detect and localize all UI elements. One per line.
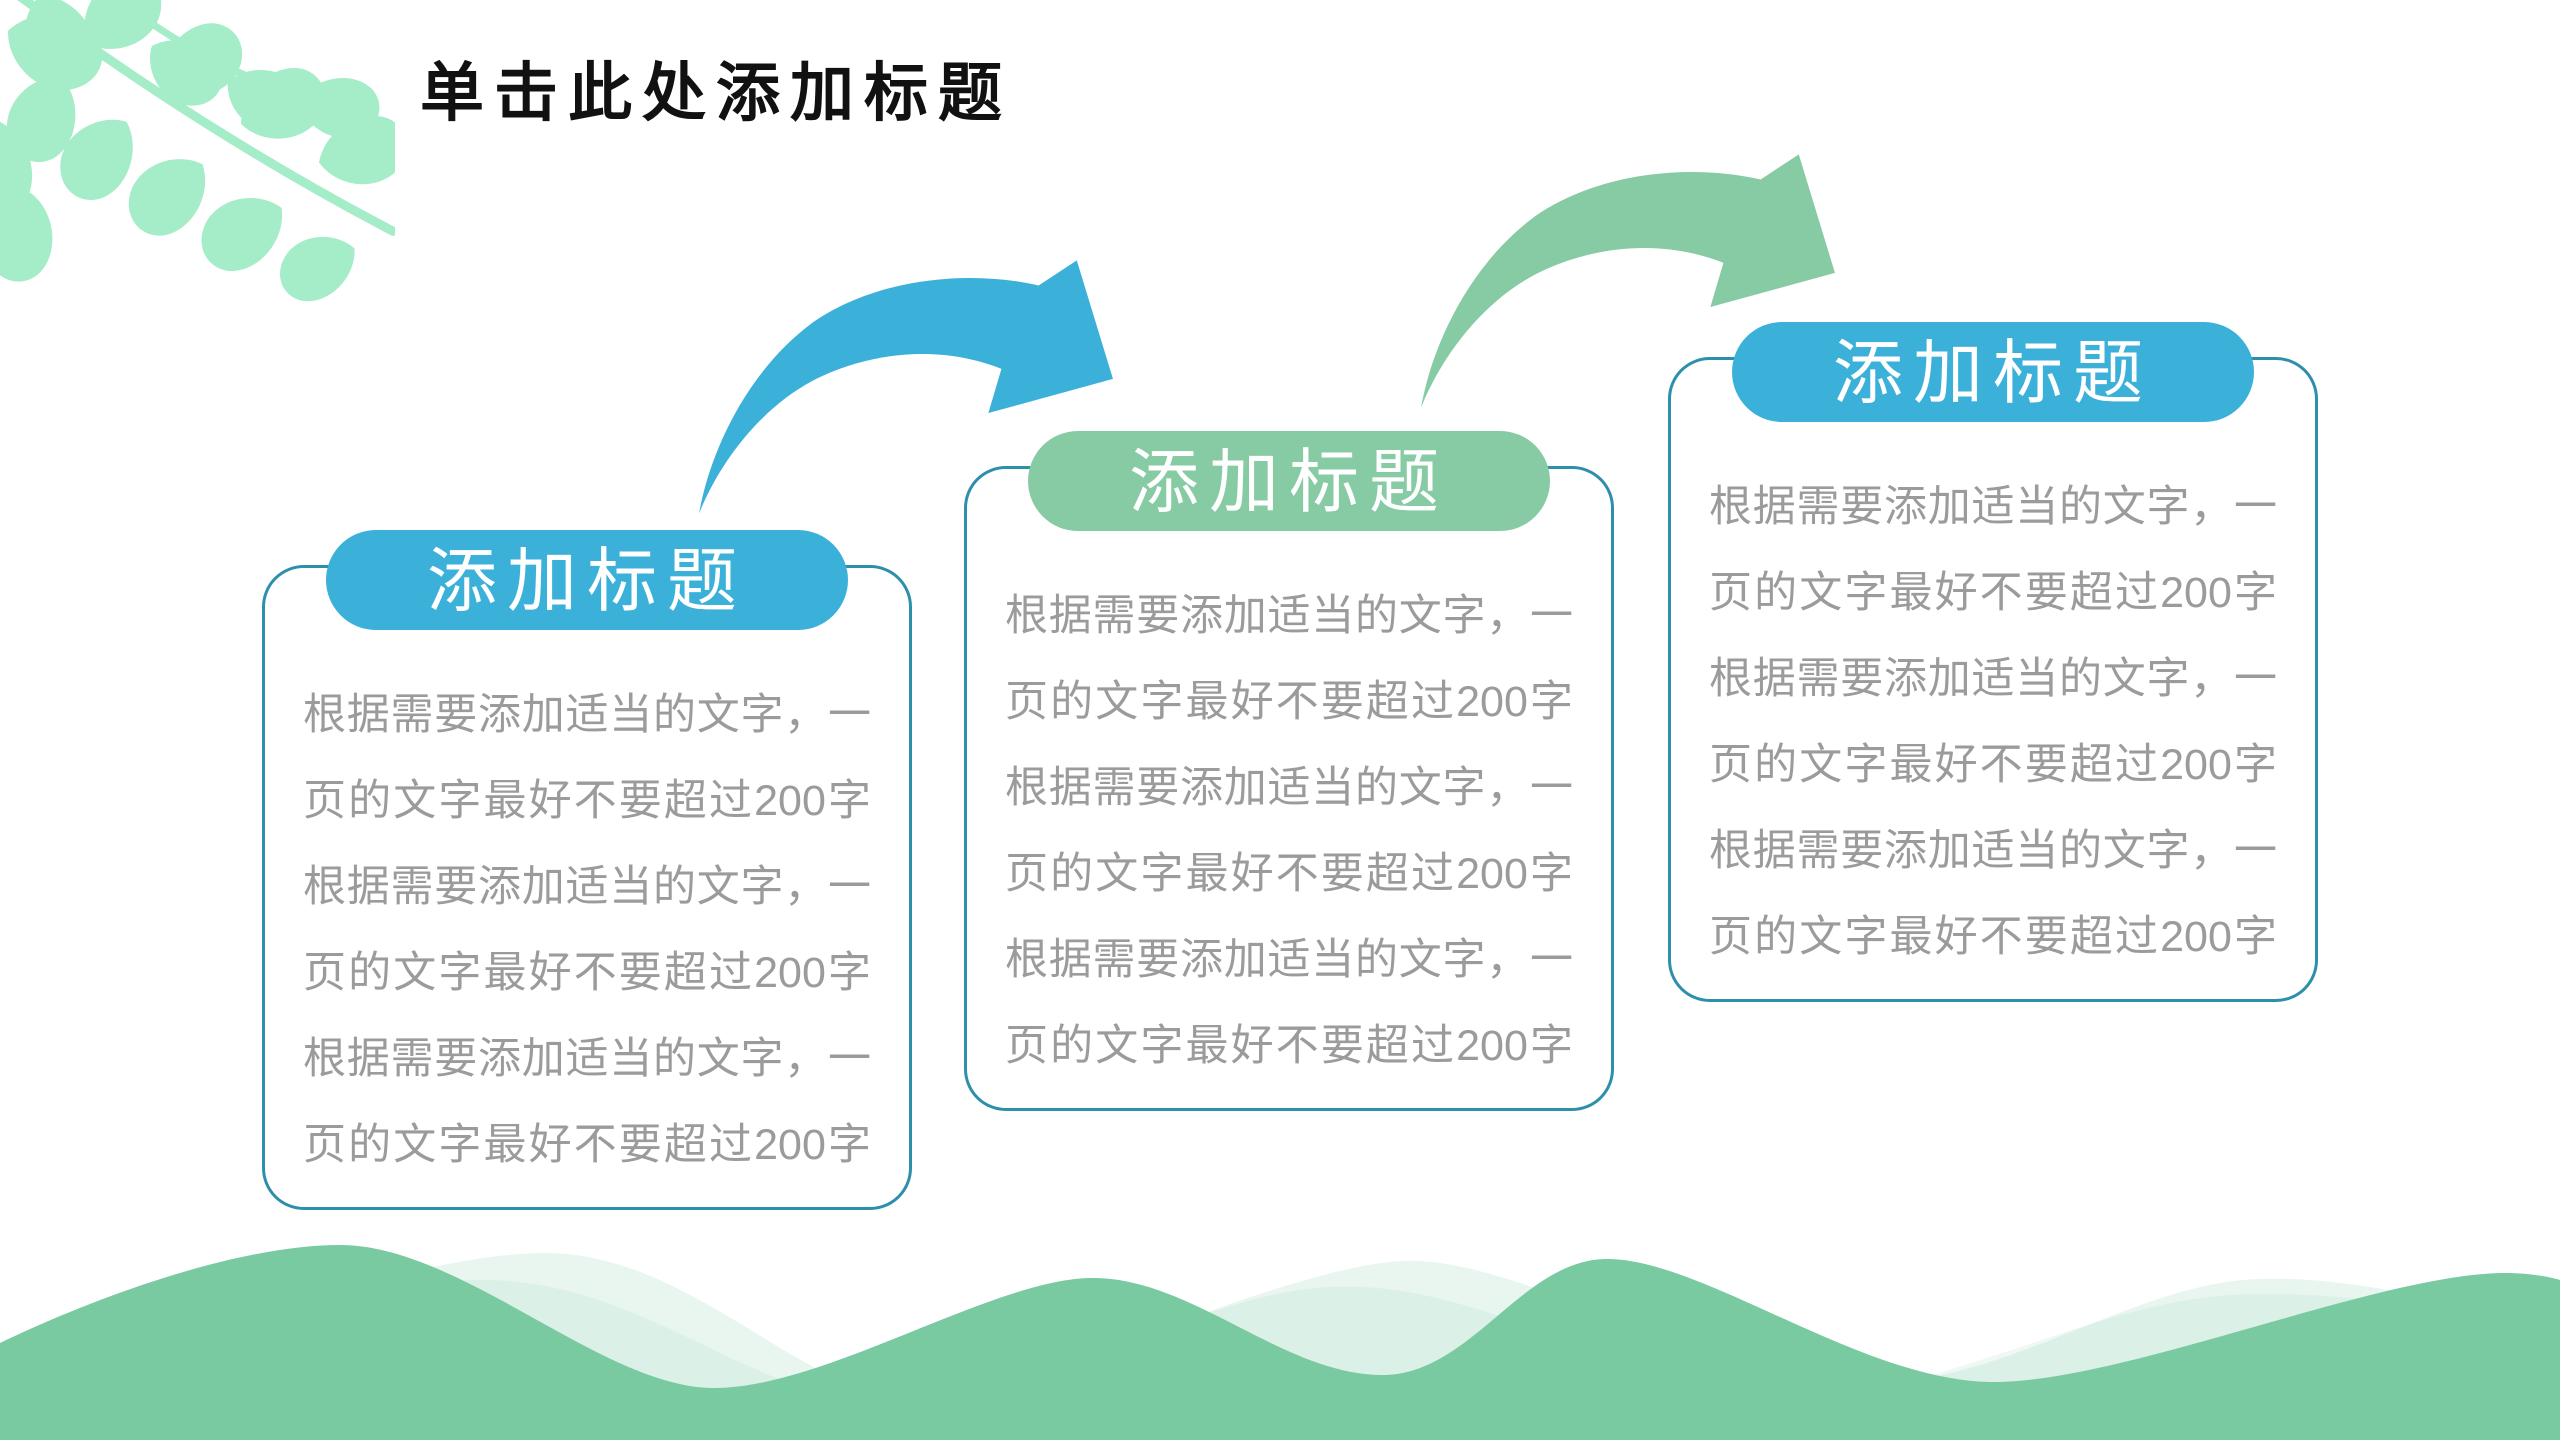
body-text-line: 根据需要添加适当的文字，一 — [303, 691, 871, 739]
body-text-line: 页的文字最好不要超过200字 — [1005, 678, 1573, 726]
body-text-line: 根据需要添加适当的文字，一 — [1005, 592, 1573, 640]
card-1-header-placeholder[interactable]: 添加标题 — [326, 530, 848, 630]
curved-arrow-green-icon — [1421, 154, 1835, 408]
wave-footer-decoration — [0, 1245, 2560, 1440]
card-2-header-placeholder[interactable]: 添加标题 — [1028, 431, 1550, 531]
body-text-line: 页的文字最好不要超过200字 — [303, 777, 871, 825]
content-card-2: 添加标题 根据需要添加适当的文字，一 页的文字最好不要超过200字 根据需要添加… — [964, 431, 1614, 1111]
card-3-header-placeholder[interactable]: 添加标题 — [1732, 322, 2254, 422]
body-text-line: 页的文字最好不要超过200字 — [303, 1121, 871, 1169]
body-text-line: 页的文字最好不要超过200字 — [303, 949, 871, 997]
body-text-line: 根据需要添加适当的文字，一 — [1005, 764, 1573, 812]
slide-title-placeholder[interactable]: 单击此处添加标题 — [420, 57, 1012, 129]
content-card-1: 添加标题 根据需要添加适当的文字，一 页的文字最好不要超过200字 根据需要添加… — [262, 530, 912, 1210]
curved-arrow-blue-icon — [699, 260, 1113, 514]
body-text-line: 页的文字最好不要超过200字 — [1709, 741, 2277, 789]
body-text-line: 页的文字最好不要超过200字 — [1709, 913, 2277, 961]
body-text-line: 根据需要添加适当的文字，一 — [303, 863, 871, 911]
body-text-line: 根据需要添加适当的文字，一 — [1709, 483, 2277, 531]
body-text-line: 根据需要添加适当的文字，一 — [1709, 827, 2277, 875]
body-text-line: 页的文字最好不要超过200字 — [1709, 569, 2277, 617]
card-3-body-placeholder[interactable]: 根据需要添加适当的文字，一 页的文字最好不要超过200字 根据需要添加适当的文字… — [1709, 464, 2277, 980]
body-text-line: 根据需要添加适当的文字，一 — [1005, 936, 1573, 984]
body-text-line: 根据需要添加适当的文字，一 — [303, 1035, 871, 1083]
body-text-line: 页的文字最好不要超过200字 — [1005, 1022, 1573, 1070]
leaf-branch-icon — [0, 0, 395, 312]
card-1-body-placeholder[interactable]: 根据需要添加适当的文字，一 页的文字最好不要超过200字 根据需要添加适当的文字… — [303, 672, 871, 1188]
body-text-line: 根据需要添加适当的文字，一 — [1709, 655, 2277, 703]
content-card-3: 添加标题 根据需要添加适当的文字，一 页的文字最好不要超过200字 根据需要添加… — [1668, 322, 2318, 1002]
card-2-body-placeholder[interactable]: 根据需要添加适当的文字，一 页的文字最好不要超过200字 根据需要添加适当的文字… — [1005, 573, 1573, 1089]
body-text-line: 页的文字最好不要超过200字 — [1005, 850, 1573, 898]
